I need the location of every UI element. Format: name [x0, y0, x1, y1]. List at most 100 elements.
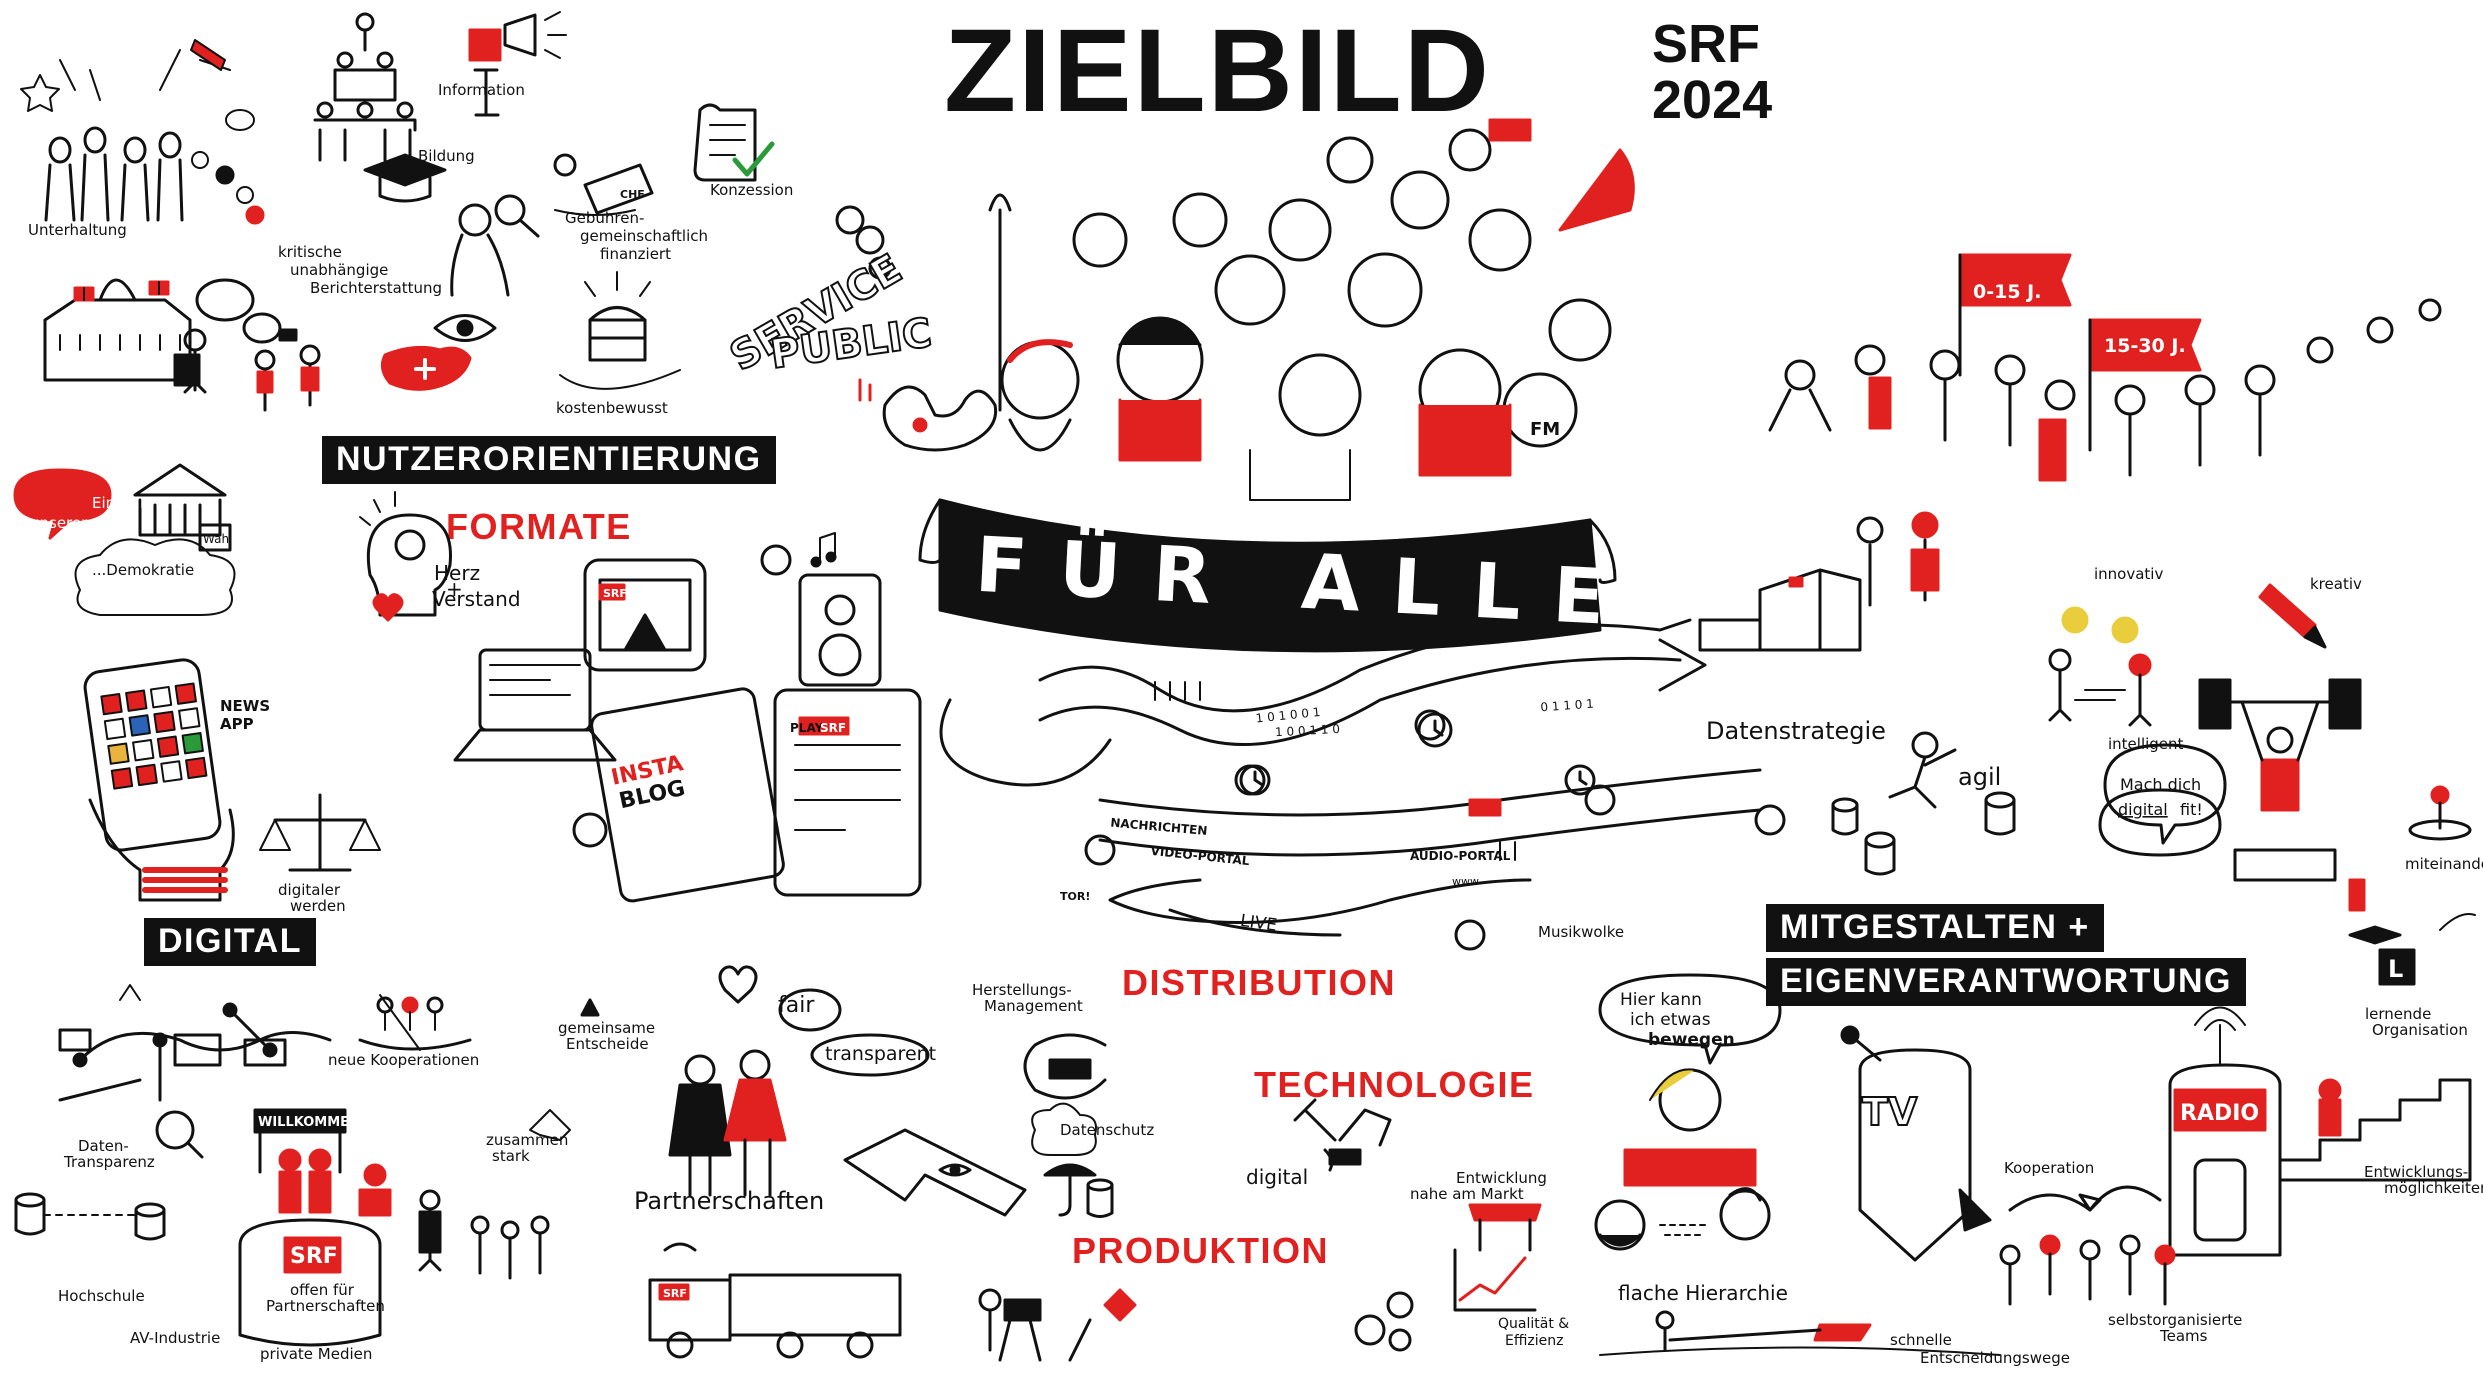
- label-gebuehren-1: Gebühren-: [565, 209, 645, 227]
- partner-people-icon: [418, 998, 600, 1280]
- parliament-building-icon: [43, 278, 192, 382]
- label-partnerschaften-small: Partnerschaften: [266, 1297, 385, 1315]
- binary-2: 0 1 1 0 1: [1540, 697, 1594, 715]
- label-miteinander: miteinander: [2405, 855, 2483, 873]
- nachrichten-label: NACHRICHTEN: [1110, 816, 1208, 838]
- label-gemeinsame: gemeinsame: [558, 1019, 656, 1037]
- radio-label: RADIO: [2180, 1101, 2259, 1126]
- label-management: Management: [984, 997, 1083, 1015]
- broadcast-truck-icon: [648, 1242, 902, 1359]
- label-unterhaltung: Unterhaltung: [28, 221, 127, 239]
- heading-formate: FORMATE: [446, 506, 632, 547]
- label-moeglichkeiten: möglichkeiten: [2384, 1179, 2483, 1197]
- label-verstand: Verstand: [432, 587, 521, 611]
- network-map-icon: [14, 984, 332, 1241]
- label-partnerschaften: Partnerschaften: [634, 1187, 825, 1215]
- staircase-icon: [2278, 1078, 2472, 1182]
- fair-label: fair: [778, 993, 815, 1018]
- lightbulbs-icon: [2048, 606, 2152, 727]
- audio-portal-label: AUDIO-PORTAL: [1410, 849, 1511, 863]
- label-demokratie: ...Demokratie: [92, 561, 195, 579]
- live-label: LIVE: [1239, 911, 1278, 936]
- label-agil: agil: [1958, 763, 2002, 791]
- rowing-team-icon: [358, 994, 472, 1051]
- label-konzession: Konzession: [710, 181, 794, 199]
- label-plus: +: [446, 577, 463, 601]
- label-entscheide: Entscheide: [566, 1035, 649, 1053]
- partnership-couple-icon: [668, 965, 930, 1197]
- label-kritische: kritische: [278, 243, 342, 261]
- heading-technologie: TECHNOLOGIE: [1254, 1064, 1535, 1105]
- label-hochschule: Hochschule: [58, 1287, 145, 1305]
- graduation-cap-icon: [363, 153, 447, 203]
- play-srf-label: SRF: [820, 721, 846, 735]
- qualitaet-2: Effizienz: [1505, 1333, 1563, 1349]
- treasure-chest-icon: [559, 271, 681, 390]
- heading-produktion: PRODUKTION: [1072, 1230, 1329, 1271]
- youth-crowd-illustration: [1768, 253, 2442, 482]
- label-herz: Herz: [434, 561, 481, 585]
- mach-3: fit!: [2180, 800, 2203, 819]
- binary-3: 1 0 0 1 1 0: [1275, 722, 1341, 739]
- label-werden: werden: [290, 897, 346, 915]
- entertainment-crowd-icon: [20, 39, 265, 225]
- fees-card-icon: [553, 153, 654, 216]
- label-schnelle: schnelle: [1890, 1331, 1952, 1349]
- label-entwicklungs: Entwicklungs-: [2364, 1163, 2469, 1181]
- label-news: NEWS: [220, 697, 271, 715]
- age-label-1: 0-15 J.: [1973, 281, 2041, 303]
- section-mitgestalten-line1: MITGESTALTEN +: [1766, 904, 2104, 953]
- agile-runner-icon: [1831, 731, 2016, 876]
- chf-label: CHF: [620, 188, 645, 201]
- tv-label: TV: [1862, 1090, 1918, 1134]
- magnifier-person-icon: [450, 194, 540, 297]
- game-controller-icon: [858, 378, 998, 452]
- video-portal-label: VIDEO-PORTAL: [1150, 844, 1250, 868]
- hier-3: bewegen: [1648, 1030, 1735, 1050]
- ein-teil-1: Ein Teil: [92, 494, 144, 512]
- device-cluster-icon: [453, 544, 922, 903]
- l-sign-label: L: [2388, 955, 2403, 983]
- label-neue-kooperationen: neue Kooperationen: [328, 1051, 480, 1069]
- label-kreativ: kreativ: [2310, 575, 2362, 593]
- label-kostenbewusst: kostenbewusst: [556, 399, 668, 417]
- label-entwicklung: Entwicklung: [1456, 1169, 1547, 1187]
- qualitaet-1: Qualität &: [1498, 1316, 1569, 1332]
- pencil-icon: [2258, 583, 2327, 649]
- label-information: Information: [438, 81, 525, 99]
- age-label-2: 15-30 J.: [2104, 335, 2186, 357]
- speedboat-icon: [1599, 1310, 2001, 1356]
- ein-teil-2: unserer...: [30, 514, 100, 532]
- play-label: PLAY: [790, 721, 824, 735]
- smiley-icons: [835, 205, 892, 280]
- label-flache-hierarchie: flache Hierarchie: [1618, 1281, 1788, 1305]
- page-title: ZIELBILD: [944, 5, 1491, 137]
- gears-icon: [1354, 1291, 1414, 1352]
- eye-icon: [433, 314, 497, 342]
- hier-1: Hier kann: [1620, 990, 1702, 1010]
- mach-1: Mach dich: [2120, 775, 2201, 794]
- exchange-arrows-icon: [843, 1128, 1027, 1217]
- wahl-label: Wahl: [203, 532, 232, 546]
- market-growth-icon: [1453, 1203, 1542, 1312]
- label-transparenz: Transparenz: [64, 1153, 155, 1171]
- label-kooperation: Kooperation: [2004, 1159, 2095, 1177]
- heart-head-icon: [359, 491, 452, 622]
- screen-srf-label: SRF: [603, 587, 627, 600]
- fuer-alle-banner: [918, 498, 1617, 653]
- democracy-icon: [13, 463, 236, 616]
- smartphone-apps-icon: [83, 658, 235, 902]
- label-nahe-am-markt: nahe am Markt: [1410, 1185, 1524, 1203]
- mach-2: digital: [2118, 800, 2168, 819]
- tv-radio-silos-icon: [1840, 1006, 2282, 1262]
- balance-scale-icon: [259, 793, 381, 872]
- label-app: APP: [220, 715, 254, 733]
- label-av-industrie: AV-Industrie: [130, 1329, 221, 1347]
- label-organisation: Organisation: [2372, 1021, 2468, 1039]
- hier-2: ich etwas: [1630, 1010, 1711, 1030]
- tools-icon: [1293, 1098, 1392, 1172]
- flat-hierarchy-icon: [1594, 1187, 1771, 1251]
- teamwork-circle-icon: [2408, 785, 2472, 841]
- label-teams: Teams: [2160, 1327, 2208, 1345]
